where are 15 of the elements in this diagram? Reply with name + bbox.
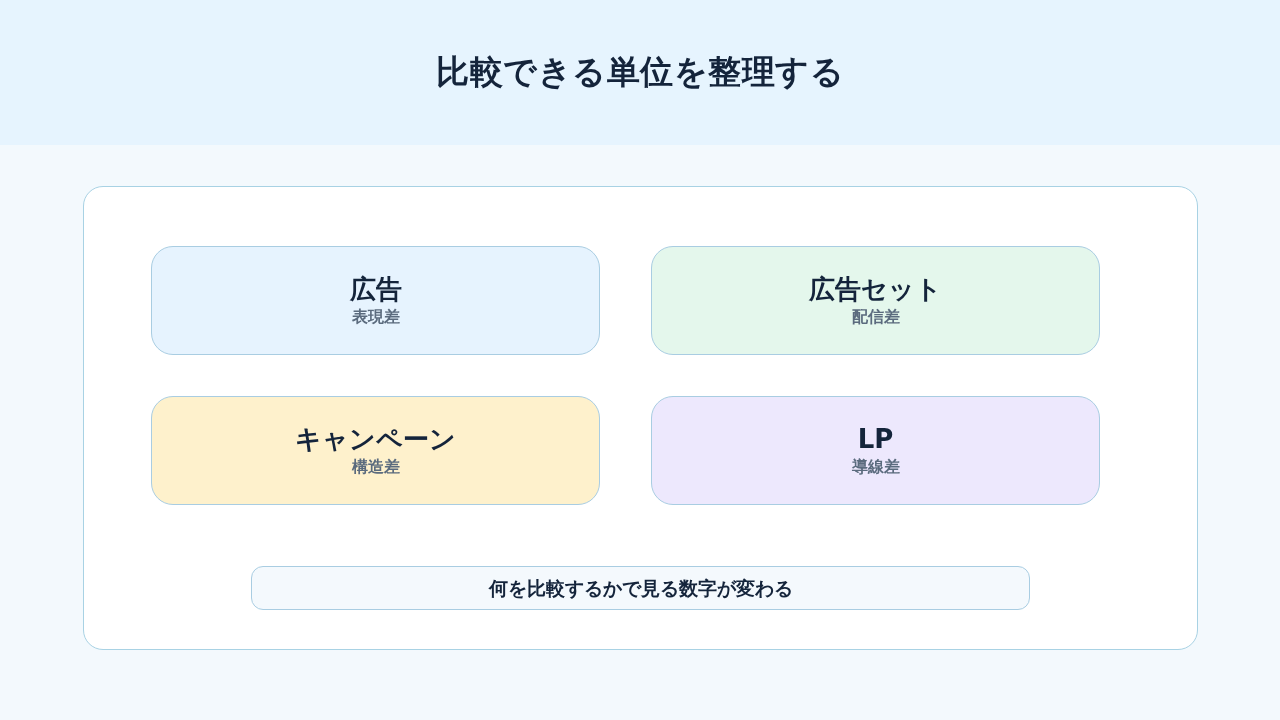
category-card [151,396,600,505]
category-card [651,396,1100,505]
card-subtitle: 構造差 [351,456,400,478]
card-title: 広告 [349,273,402,305]
card-title: キャンペーン [295,423,456,455]
category-card [651,246,1100,355]
note-text: 何を比較するかで見る数字が変わる [488,576,793,600]
card-subtitle: 表現差 [351,306,400,328]
page-title: 比較できる単位を整理する [436,51,844,93]
card-title: LP [857,423,894,455]
note-bar [251,566,1030,610]
category-card [151,246,600,355]
card-subtitle: 導線差 [851,456,900,478]
card-subtitle: 配信差 [851,306,900,328]
card-title: 広告セット [809,273,942,305]
